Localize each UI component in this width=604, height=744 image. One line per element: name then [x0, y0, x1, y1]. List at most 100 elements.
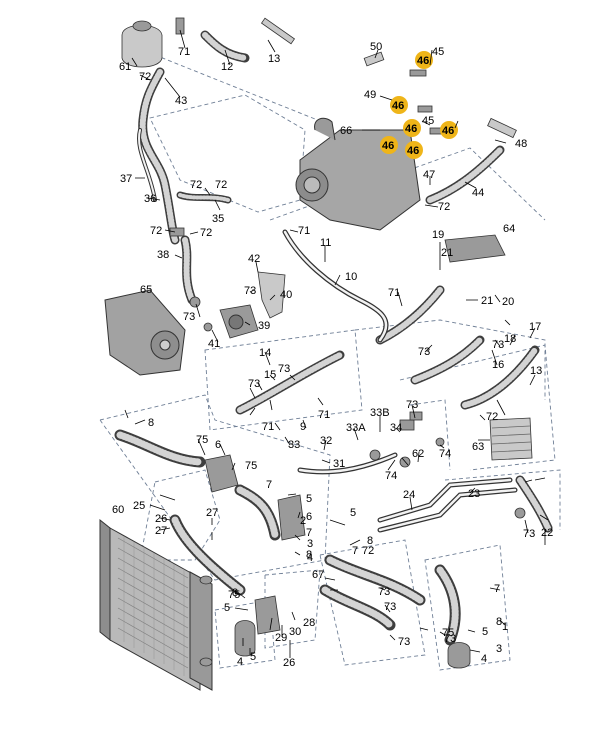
part-label: 10	[345, 271, 357, 283]
part-label: 26	[155, 513, 167, 525]
part-label: 60	[112, 504, 124, 516]
part-label: 12	[221, 61, 233, 73]
part-label: 34	[390, 422, 402, 434]
part-label: 45	[422, 115, 434, 127]
part-label: 46	[407, 145, 419, 157]
part-label: 28	[303, 617, 315, 629]
part-label: 45	[432, 46, 444, 58]
part-label: 8	[496, 616, 502, 628]
part-label: 73	[183, 311, 195, 323]
part-label: 72	[139, 71, 151, 83]
part-label: 66	[340, 125, 352, 137]
part-label: 31	[333, 458, 345, 470]
part-label: 67	[312, 569, 324, 581]
highlight-markers	[380, 51, 458, 159]
part-label: 73	[444, 633, 456, 645]
coolant-hoses	[114, 30, 553, 646]
part-label: 73	[492, 339, 504, 351]
part-label: 73	[398, 636, 410, 648]
part-label: 38	[157, 249, 169, 261]
part-label: 21	[441, 247, 453, 259]
part-label: 4	[307, 552, 313, 564]
part-label: 46	[382, 140, 394, 152]
part-label: 75	[196, 434, 208, 446]
part-label: 9	[300, 421, 306, 433]
part-label: 46	[442, 125, 454, 137]
part-label: 5	[306, 493, 312, 505]
part-label: 49	[364, 89, 376, 101]
part-label: 73	[378, 586, 390, 598]
part-label: 46	[417, 55, 429, 67]
part-label: 5	[482, 626, 488, 638]
part-label: 72	[362, 545, 374, 557]
part-label: 73	[418, 346, 430, 358]
part-label: 71	[178, 46, 190, 58]
part-label: 74	[385, 470, 397, 482]
part-label: 7	[306, 527, 312, 539]
part-label: 30	[289, 626, 301, 638]
part-label: 73	[384, 601, 396, 613]
part-label: 61	[119, 61, 131, 73]
highlight-marker	[415, 51, 433, 69]
part-label: 65	[140, 284, 152, 296]
highlight-marker	[390, 96, 408, 114]
part-label: 1	[502, 621, 508, 633]
part-label: 47	[423, 169, 435, 181]
part-label: 46	[392, 100, 404, 112]
part-label: 13	[268, 53, 280, 65]
part-label: 73	[523, 528, 535, 540]
part-label: 71	[318, 409, 330, 421]
leader-lines	[124, 29, 549, 658]
part-label: 14	[259, 347, 271, 359]
highlight-marker	[403, 119, 421, 137]
part-label: 72	[486, 411, 498, 423]
part-label: 72	[438, 201, 450, 213]
rigid-pipes	[137, 128, 518, 533]
part-label: 37	[120, 173, 132, 185]
part-label: 2	[300, 515, 306, 527]
part-label: 20	[502, 296, 514, 308]
part-label: 74	[439, 448, 451, 460]
part-label: 8	[232, 587, 238, 599]
part-label: 62	[412, 448, 424, 460]
part-label: 32	[320, 435, 332, 447]
part-label: 48	[515, 138, 527, 150]
highlight-marker	[380, 136, 398, 154]
part-label: 73	[244, 285, 256, 297]
part-label: 35	[212, 213, 224, 225]
part-label: 39	[258, 320, 270, 332]
part-label: 8	[306, 549, 312, 561]
part-label: 5	[224, 602, 230, 614]
part-label: 13	[530, 365, 542, 377]
part-labels: 1 2 3 3 4 4 4 5 5 5 5 5 6 6 7 7 7 7 8 8 …	[112, 41, 553, 669]
part-label: 46	[405, 123, 417, 135]
part-label: 16	[492, 359, 504, 371]
part-label: 72	[200, 227, 212, 239]
part-label: 24	[403, 489, 415, 501]
part-label: 23	[468, 488, 480, 500]
part-label: 64	[503, 223, 515, 235]
part-label: 72	[190, 179, 202, 191]
part-label: 5	[250, 651, 256, 663]
part-label: 21	[481, 295, 493, 307]
part-label: 44	[472, 187, 484, 199]
part-label: 72	[150, 225, 162, 237]
part-label: 40	[280, 289, 292, 301]
part-label: 7	[494, 583, 500, 595]
part-label: 3	[496, 643, 502, 655]
part-label: 73	[278, 363, 290, 375]
part-label: 63	[472, 441, 484, 453]
components	[104, 17, 533, 669]
part-label: 71	[298, 225, 310, 237]
part-label: 4	[481, 653, 487, 665]
part-label: 75	[245, 460, 257, 472]
part-label: 41	[208, 338, 220, 350]
part-label: 50	[370, 41, 382, 53]
part-label: 18	[504, 333, 516, 345]
part-label: 73	[248, 378, 260, 390]
part-label: 17	[529, 321, 541, 333]
part-label: 42	[248, 253, 260, 265]
part-label: 3	[307, 538, 313, 550]
part-label: 75	[228, 589, 240, 601]
